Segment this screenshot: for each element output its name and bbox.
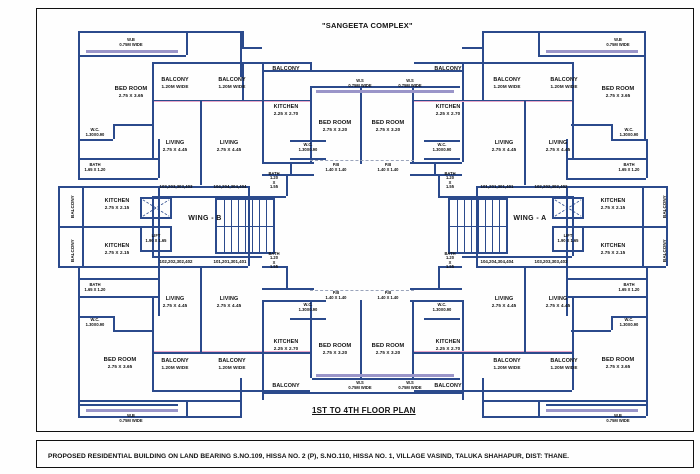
balcony-centre-b-bottom: BALCONY xyxy=(272,383,300,389)
flat-a-bottom-right: 103,203,303,403 xyxy=(534,259,568,264)
staircase-wing-a xyxy=(448,198,508,254)
wc-a-top: W.C.1.30X0.90 xyxy=(619,127,639,137)
title-block-frame xyxy=(36,440,694,468)
flat-a-top-right: 102,202,302,402 xyxy=(534,184,568,189)
balcony-a-side-lower: BALCONY xyxy=(662,239,667,262)
wc-centre-bottom-left: W.C.1.30X0.90 xyxy=(298,302,318,312)
balcony-b-side-upper: BALCONY xyxy=(70,195,75,218)
title-block-text: PROPOSED RESIDENTIAL BUILDING ON LAND BE… xyxy=(48,453,570,460)
wing-a-label: WING - A xyxy=(513,215,547,222)
plan-title: 1ST TO 4TH FLOOR PLAN xyxy=(312,406,416,415)
balcony-a-side-upper: BALCONY xyxy=(662,195,667,218)
flat-b-top-right: 104,204,304,404 xyxy=(213,184,247,189)
drawing-frame xyxy=(36,8,694,432)
flat-b-bottom-right: 101,201,301,401 xyxy=(213,259,247,264)
flat-a-bottom-left: 104,204,304,404 xyxy=(480,259,514,264)
lift-shaft-wing-b-upper xyxy=(140,197,172,219)
balcony-centre-a-top: BALCONY xyxy=(434,66,462,72)
staircase-wing-b xyxy=(215,198,275,254)
balcony-centre-a-bottom: BALCONY xyxy=(434,383,462,389)
project-title: "SANGEETA COMPLEX" xyxy=(322,21,413,30)
flat-b-bottom-left: 102,202,302,402 xyxy=(159,259,193,264)
wc-centre-top-left: W.C.1.30X0.90 xyxy=(298,142,318,152)
wc-centre-bottom-right: W.C.1.30X0.90 xyxy=(432,302,452,312)
flat-a-top-left: 101,201,301,401 xyxy=(480,184,514,189)
balcony-b-side-lower: BALCONY xyxy=(70,239,75,262)
wc-b-bottom: W.C.1.30X0.90 xyxy=(85,317,105,327)
wing-b-label: WING - B xyxy=(188,215,222,222)
wc-a-bottom: W.C.1.30X0.90 xyxy=(619,317,639,327)
balcony-centre-b-top: BALCONY xyxy=(272,66,300,72)
flat-b-top-left: 103,203,303,403 xyxy=(159,184,193,189)
wc-b-top: W.C.1.30X0.90 xyxy=(85,127,105,137)
lift-shaft-wing-a-upper xyxy=(552,197,584,219)
wc-centre-top-right: W.C.1.30X0.90 xyxy=(432,142,452,152)
lift-shaft-wing-b xyxy=(140,226,172,252)
